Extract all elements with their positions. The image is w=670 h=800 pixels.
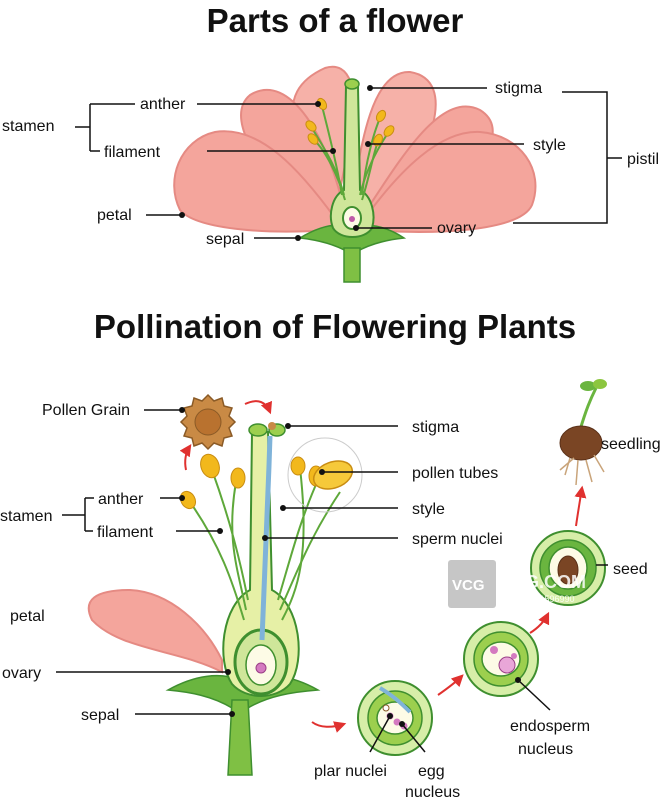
label-pistil-top: pistil [627,151,659,168]
label-endosperm-line1: endosperm [510,718,590,735]
watermark-site: VCG.COM [500,572,586,592]
stigma [344,78,360,90]
flower-illustration [173,65,537,283]
label-ovary-top: ovary [437,220,476,237]
pollination-title: Pollination of Flowering Plants [93,308,577,345]
watermark-logo: VCG [452,577,485,594]
magnifier-circle [287,437,363,513]
pollen-grain [179,393,237,451]
label-anther-bottom: anther [98,491,144,508]
pollen-on-stigma [268,422,276,430]
pollen-tube [259,435,273,641]
watermark: VCG VCG.COM VCG21381596990 [448,560,586,608]
pollination-dots [179,407,521,727]
parts-leader-lines [75,87,622,239]
label-pollen-tubes: pollen tubes [412,465,498,482]
parts-title: Parts of a flower [206,2,464,39]
stigma-bottom [248,423,268,437]
petal-left [173,130,337,233]
label-stamen-bottom: stamen [0,508,52,525]
petal-right [363,130,537,233]
stem [343,247,361,283]
pistil-bottom [222,431,300,697]
label-sepal-bottom: sepal [81,707,119,724]
label-seed: seed [613,561,648,578]
stage-1 [357,680,433,756]
pollination-leader-lines [56,409,608,753]
label-style-top: style [533,137,566,154]
label-seedling: seedling [601,436,661,453]
stage-3-seed [530,530,606,606]
label-stigma-bottom: stigma [412,419,459,436]
egg-cell [349,216,355,222]
label-plar-nuclei: plar nuclei [314,763,387,780]
label-pollen-grain: Pollen Grain [42,402,130,419]
label-stigma-top: stigma [495,80,542,97]
stage-2 [463,621,539,697]
egg-bottom [255,662,267,674]
watermark-id: VCG21381596990 [500,594,575,604]
seedling [559,379,607,486]
label-sepal-top: sepal [206,231,244,248]
anthers [305,97,395,147]
petal-bottom [87,588,223,674]
label-endosperm-line2: nucleus [518,741,573,758]
parts-dots [179,85,373,241]
stem-bottom [227,699,253,776]
label-filament-bottom: filament [97,524,154,541]
magnified-anther [312,460,354,490]
label-egg-line1: egg [418,763,445,780]
label-filament-top: filament [104,144,161,161]
label-egg-line2: nucleus [405,784,460,800]
label-sperm-nuclei: sperm nuclei [412,531,503,548]
label-petal-top: petal [97,207,132,224]
process-arrows [179,400,587,733]
label-style-bottom: style [412,501,445,518]
watermark-logo-box [448,560,496,608]
label-ovary-bottom: ovary [2,665,41,682]
label-petal-bottom: petal [10,608,45,625]
label-anther-top: anther [140,96,186,113]
label-stamen-top: stamen [2,118,54,135]
